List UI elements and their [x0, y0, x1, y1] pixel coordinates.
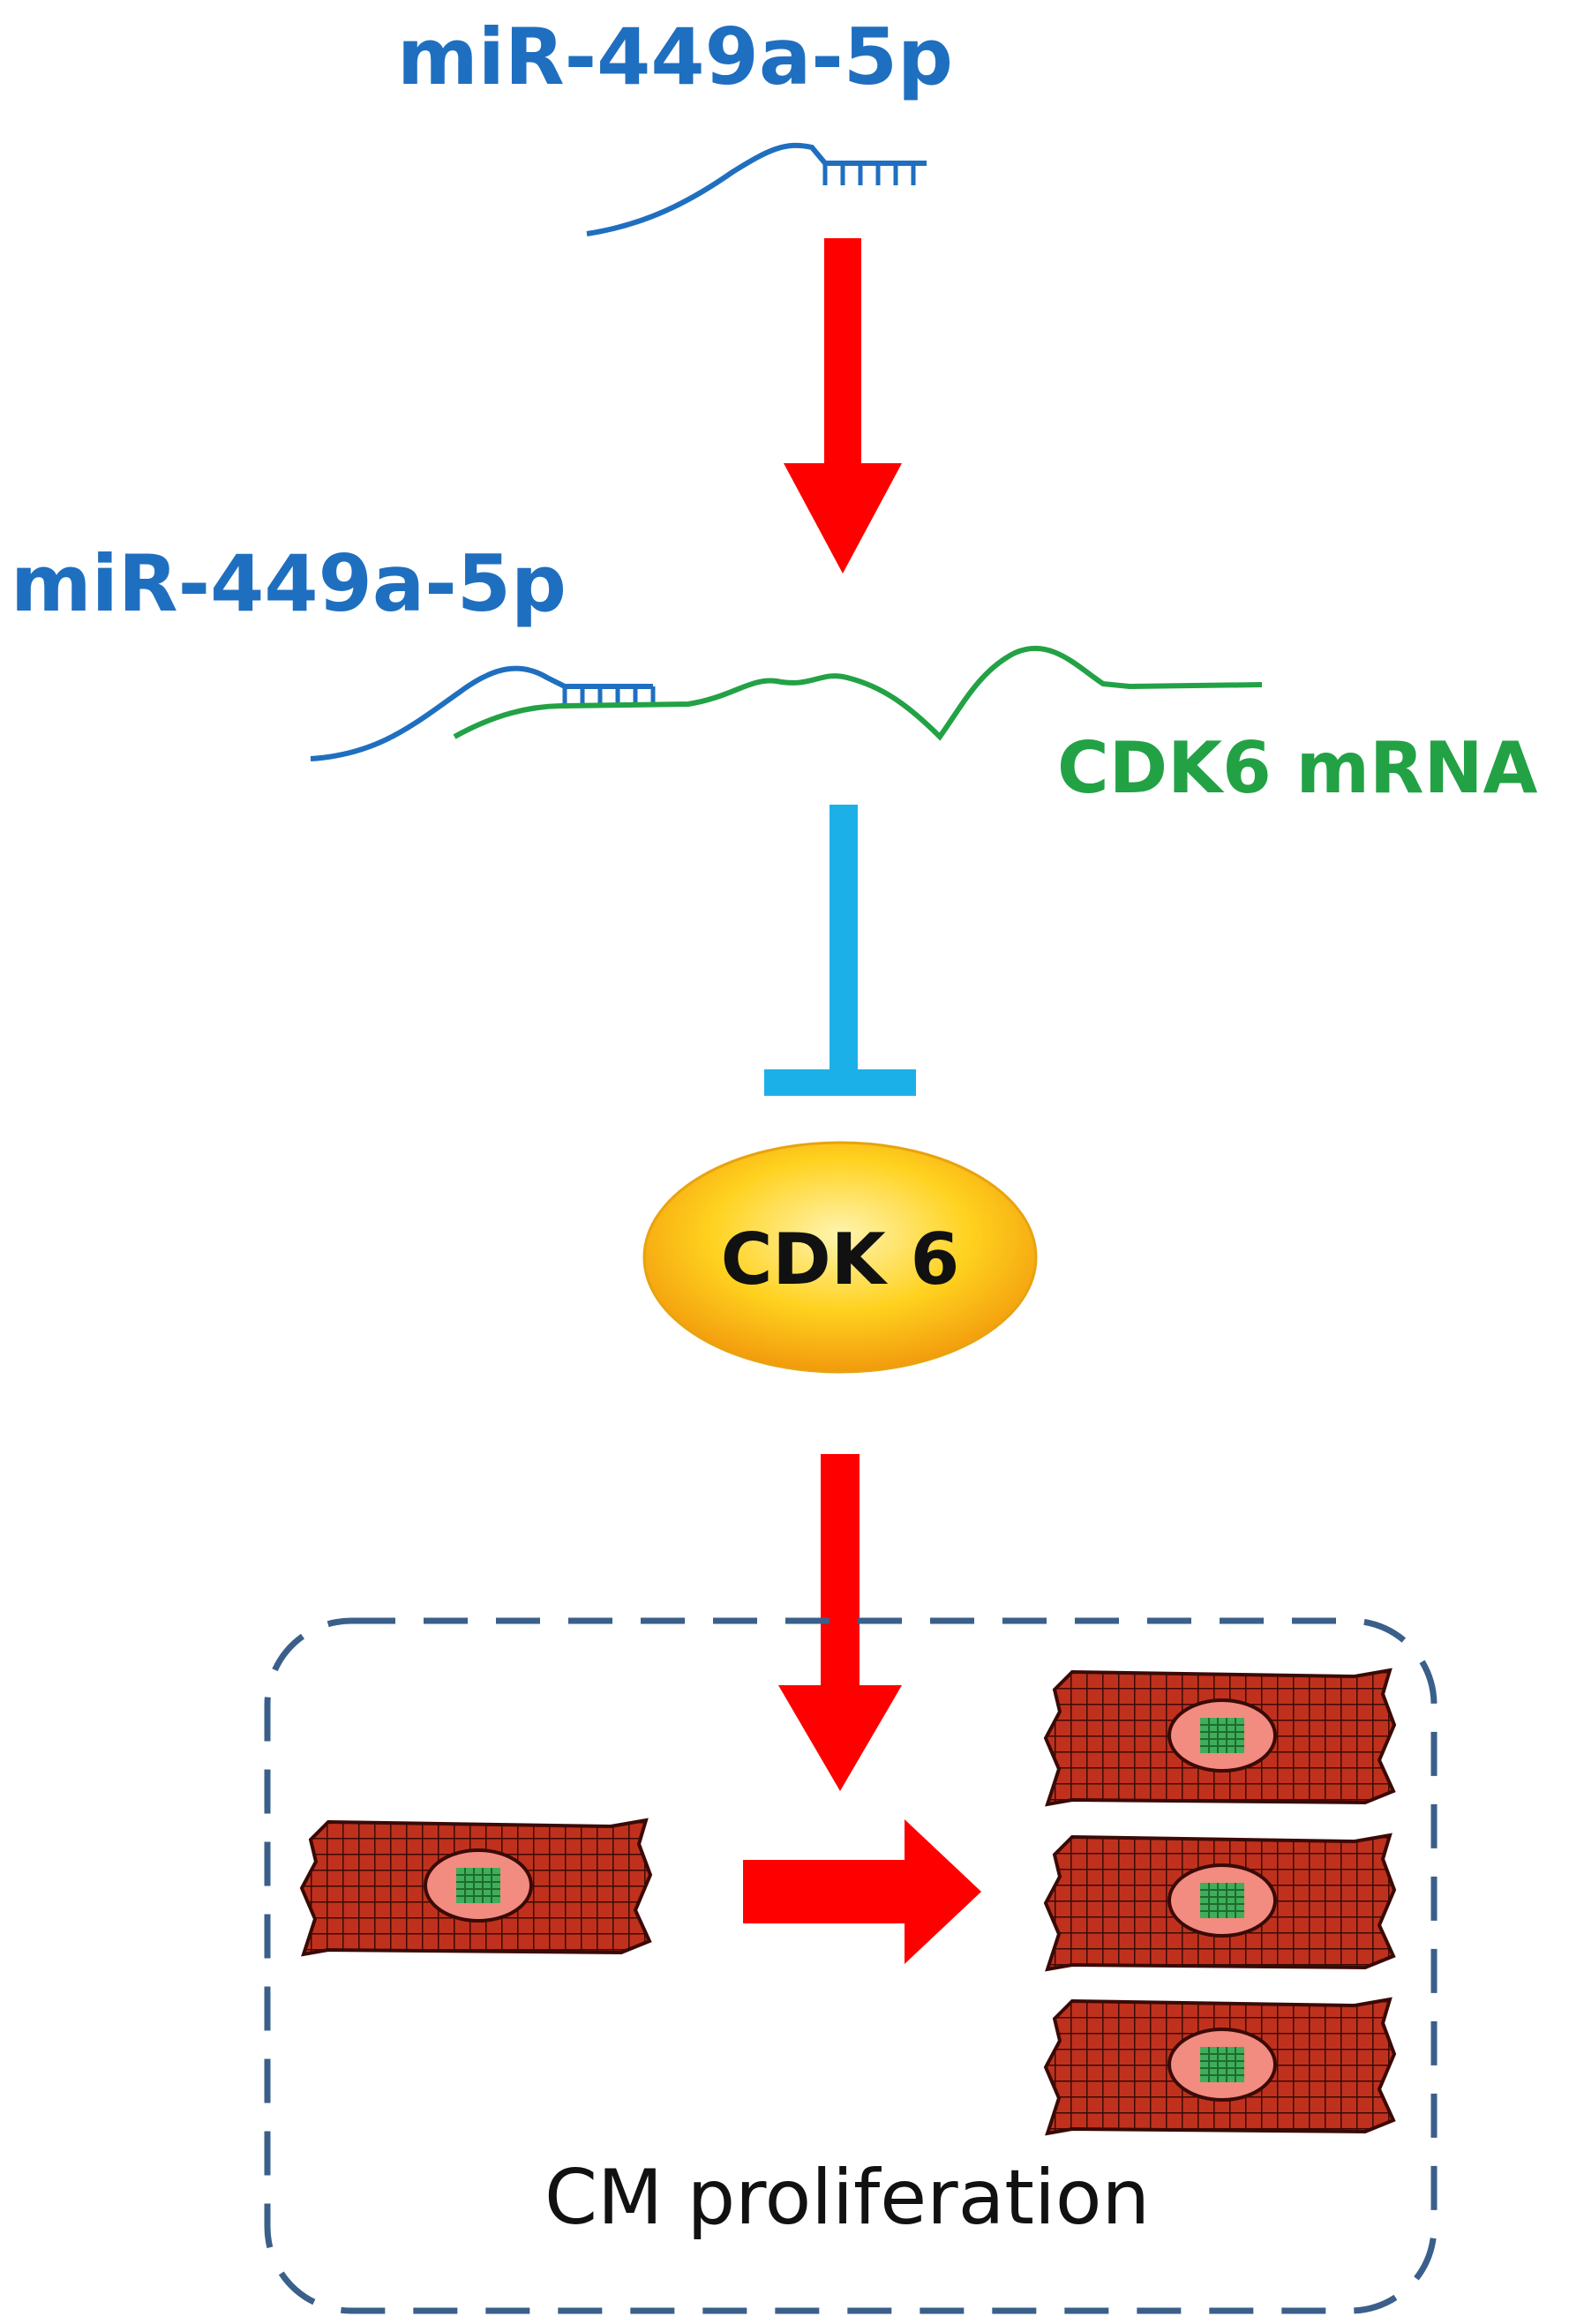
mirna-bound-strand-icon [310, 665, 656, 761]
mrna-strand-icon [453, 645, 1263, 741]
proliferation-arrow [743, 1819, 981, 1964]
mirna-strand-icon [586, 142, 927, 236]
activation-arrow-top [784, 238, 902, 574]
mirna-top-label: miR-449a-5p [397, 11, 953, 102]
cardiomyocyte-icon [1044, 1833, 1396, 1971]
cdk6-protein-node: CDK 6 [642, 1141, 1038, 1374]
activation-arrow-bottom [778, 1454, 902, 1791]
process-label: CM proliferation [544, 2154, 1150, 2242]
protein-label: CDK 6 [721, 1218, 960, 1301]
cardiomyocyte-icon [300, 1818, 652, 1956]
proliferation-box [264, 1617, 1438, 2314]
mirna-bound-label: miR-449a-5p [11, 538, 567, 629]
mrna-label: CDK6 mRNA [1057, 727, 1538, 809]
cardiomyocyte-icon [1044, 1668, 1396, 1806]
inhibition-bar [764, 805, 916, 1096]
cardiomyocyte-icon [1044, 1998, 1396, 2135]
